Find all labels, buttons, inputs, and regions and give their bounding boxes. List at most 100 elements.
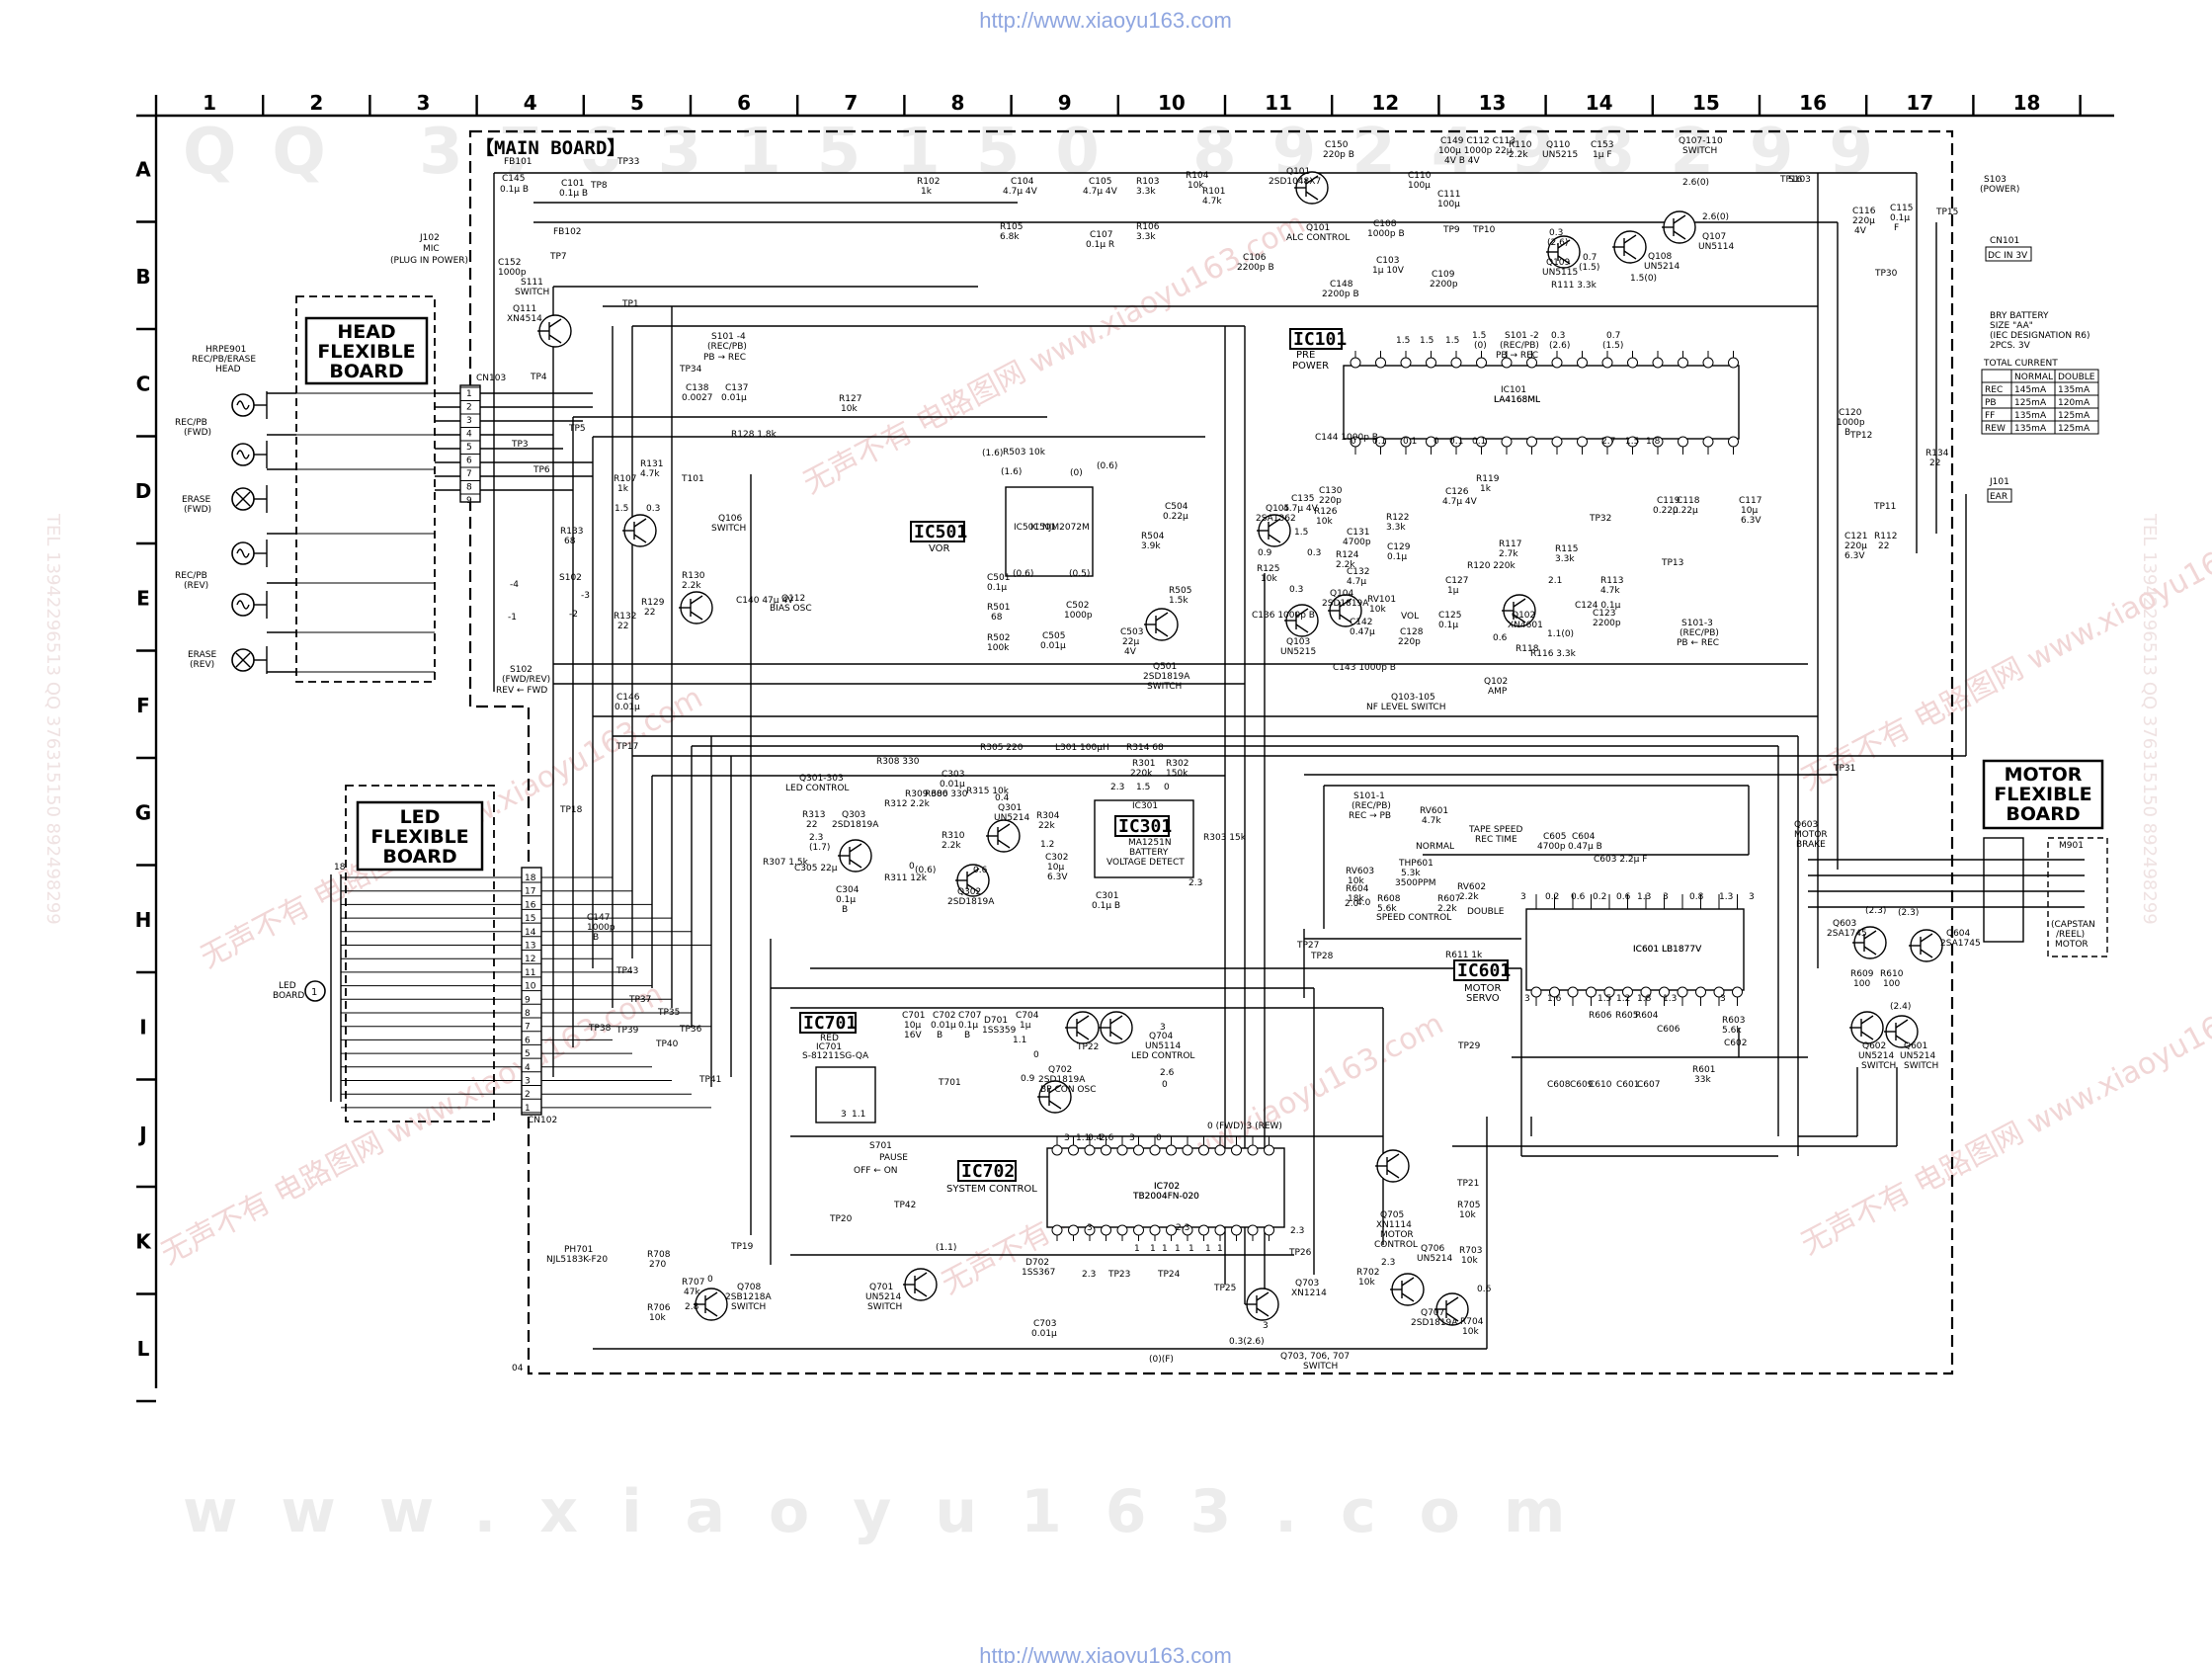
current-table-cell: REW [1985,424,2006,434]
part-label: TP7 [549,252,567,262]
part-label: TP10 [1472,225,1496,235]
part-label: CONTROL [1374,1240,1418,1250]
part-label: 1000p [1064,611,1093,621]
part-label: 220p [1398,637,1421,647]
part-label: LED CONTROL [785,784,849,793]
column-label-13: 13 [1479,91,1507,115]
part-label: (0.5) [1069,569,1090,579]
part-label: 22 [1929,458,1940,468]
part-label: 1k [1480,484,1492,494]
part-label: TP43 [615,966,638,976]
part-label: 0.3 [1289,585,1303,595]
part-label: 1.8 [1637,994,1652,1004]
part-label: 1.5 [1136,783,1150,792]
source-url-bottom[interactable]: http://www.xiaoyu163.com [979,1643,1232,1663]
part-label: Q109 [1546,258,1571,268]
j101-label-1: J101 [1989,477,2009,487]
m901-label-2: (CAPSTAN [2051,920,2095,930]
part-label: C136 1000p B [1252,611,1315,621]
row-label-J: J [137,1123,146,1146]
part-label: R502 [987,633,1010,643]
part-label: C125 [1438,611,1461,621]
part-label: C108 [1373,219,1397,229]
part-label: IC501 [1030,523,1056,533]
ic301-tag: IC301 [1118,816,1172,837]
part-label: 10k [1462,1327,1479,1337]
head-label-1: HRPE901 [205,345,246,355]
part-label: THP601 [1398,859,1434,869]
ic301-desc-3: VOLTAGE DETECT [1106,858,1185,868]
part-label: 3.3k [1136,232,1156,242]
part-label: 3 [1087,1223,1093,1233]
part-label: 2SD1819A [1038,1075,1086,1085]
part-label: 10k [1358,1278,1375,1288]
part-label: R112 [1874,532,1897,541]
part-label: PB → REC [703,353,746,363]
part-label: 2200p B [1322,290,1359,299]
part-label: 1.1 [1076,1133,1090,1143]
part-label: PAUSE [879,1153,908,1163]
part-label: 33k [1694,1075,1711,1085]
current-table-cell: NORMAL [2014,373,2053,382]
source-url-top[interactable]: http://www.xiaoyu163.com [979,8,1232,33]
part-label: 1μ F [1593,150,1612,160]
part-label: Q101 [1306,223,1330,233]
part-label: IC702 [1154,1182,1180,1192]
part-label: R704 [1460,1317,1484,1327]
part-label: R505 [1169,586,1191,596]
part-label: C101 [561,179,584,189]
erase-fwd-2: (FWD) [184,505,211,515]
part-label: S101 -2 [1505,331,1539,341]
part-label: C610 [1589,1080,1612,1090]
part-label: TB2004FN-020 [1132,1192,1199,1202]
part-label: TP35 [657,1008,680,1018]
part-label: XN1214 [1291,1289,1327,1298]
part-label: AMP [1488,687,1508,697]
part-label: 2SD1048X7 [1269,177,1321,187]
part-label: 0.47μ [1350,627,1375,637]
part-label: R104 [1186,171,1209,181]
led-circle-1: 1 [311,987,317,998]
cn103-pin-8: 8 [466,483,472,493]
ic701-body [815,1066,876,1123]
main-board-title: 【MAIN BOARD】 [475,136,625,159]
part-label: 2.8 [685,1302,699,1312]
part-label: 22 [806,820,817,830]
part-label: 0 [1033,1050,1039,1060]
part-label: C145 [502,174,525,184]
part-label: 0.0027 [682,393,713,403]
part-label: R129 [641,598,665,608]
part-label: Q703, 706, 707 [1280,1352,1350,1362]
part-label: 0.01μ [1031,1329,1057,1339]
part-label: 220p B [1323,150,1354,160]
part-label: 3 [1160,1023,1166,1033]
part-label: 0.01μ [940,780,965,790]
led-flexible-board: LED FLEXIBLE BOARD [345,785,495,1123]
part-label: 10k [1261,574,1277,584]
part-label: 04 [512,1364,524,1373]
part-label: 5.6k [1722,1026,1742,1036]
part-label: B [1844,428,1850,438]
part-label: 0.22μ [1653,506,1679,516]
part-label: (1.5) [1602,341,1623,351]
part-label: 16V [904,1031,922,1040]
part-label: Q110 [1546,140,1571,150]
part-label: 2.0 [1345,899,1359,909]
part-label: 22μ [1122,637,1139,647]
part-label: C143 1000p B [1333,663,1396,673]
motor-board-title-3: BOARD [2006,803,2080,825]
part-label: TP13 [1661,558,1683,568]
part-label: TP9 [1442,225,1460,235]
part-label: Q302 [957,887,981,897]
part-label: Q707 [1421,1308,1444,1318]
part-label: R124 [1336,550,1359,560]
part-label: (PLUG IN POWER) [390,256,468,266]
part-label: C703 [1033,1319,1056,1329]
erase-rev-2: (REV) [190,660,214,670]
part-label: R122 [1386,513,1409,523]
cn103-pin-4: 4 [466,430,472,440]
ic702-part-1: IC702 [1154,1182,1180,1192]
part-label: 100μ [1437,200,1460,209]
part-label: 4.7k [1422,816,1441,826]
part-label: C137 [725,383,748,393]
